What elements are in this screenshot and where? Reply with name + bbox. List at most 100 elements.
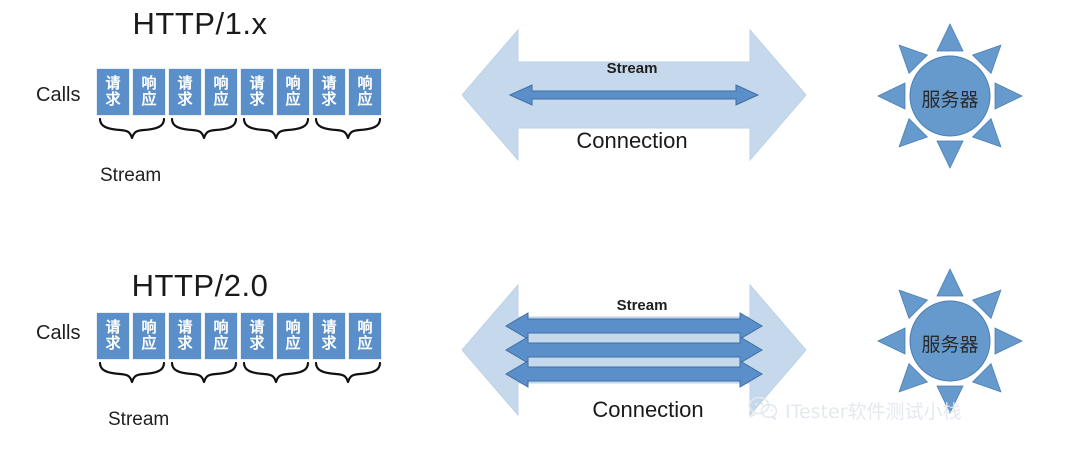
- call-cell: 响应: [348, 312, 382, 360]
- server-ray: [971, 44, 1002, 75]
- section-http1: HTTP/1.x Calls 请求响应请求响应请求响应请求响应 Stream S…: [0, 0, 1080, 229]
- server-icon-http1: [874, 22, 1026, 170]
- stream-brace: [98, 117, 168, 140]
- server-ray: [898, 362, 929, 393]
- call-cell-glyph: 应: [141, 90, 157, 108]
- watermark: ITester软件测试小栈: [748, 396, 962, 425]
- call-cell-glyph: 请: [321, 74, 337, 93]
- section-http2: HTTP/2.0 Calls 请求响应请求响应请求响应请求响应 Stream S…: [0, 229, 1080, 458]
- calls-label-http2: Calls: [36, 322, 81, 344]
- server-ray: [971, 117, 1002, 148]
- call-cell-glyph: 求: [249, 90, 265, 108]
- call-cell-glyph: 求: [321, 334, 337, 352]
- inner-stream-arrow: [505, 360, 763, 388]
- call-cell-glyph: 响: [285, 318, 301, 337]
- call-cell-glyph: 应: [357, 90, 373, 108]
- call-cell-glyph: 求: [105, 334, 121, 352]
- call-cell-glyph: 应: [285, 90, 301, 108]
- server-body: [909, 300, 991, 382]
- call-cell-glyph: 求: [321, 90, 337, 108]
- call-cell-glyph: 请: [105, 74, 121, 93]
- call-cell: 响应: [348, 68, 382, 116]
- call-cell-glyph: 求: [177, 90, 193, 108]
- connection-label-http2: Connection: [592, 397, 704, 422]
- call-cell: 响应: [132, 312, 166, 360]
- stream-label-http2: Stream: [616, 297, 668, 314]
- server-ray: [898, 117, 929, 148]
- call-cell-glyph: 响: [213, 318, 229, 337]
- wechat-icon: [748, 396, 778, 425]
- call-cell: 响应: [276, 68, 310, 116]
- stream-brace: [314, 361, 384, 384]
- server-ray: [971, 289, 1002, 320]
- calls-cell-row-http1: 请求响应请求响应请求响应请求响应: [96, 68, 382, 116]
- calls-label-http1: Calls: [36, 84, 81, 106]
- call-cell: 请求: [96, 312, 130, 360]
- server-ray: [936, 23, 964, 52]
- stream-label-http1: Stream: [606, 60, 658, 77]
- call-cell-glyph: 响: [357, 318, 373, 337]
- call-cell: 请求: [240, 312, 274, 360]
- call-cell: 响应: [204, 68, 238, 116]
- watermark-text: ITester软件测试小栈: [785, 401, 962, 423]
- call-cell: 请求: [240, 68, 274, 116]
- protocol-title-http1: HTTP/1.x: [132, 6, 268, 41]
- call-cell-glyph: 应: [213, 334, 229, 352]
- server-icon-http2: [874, 267, 1026, 415]
- server-body: [909, 55, 991, 137]
- stream-brace: [98, 361, 168, 384]
- call-cell-glyph: 响: [285, 74, 301, 93]
- server-ray: [936, 140, 964, 169]
- call-cell-glyph: 应: [285, 334, 301, 352]
- call-cell-glyph: 请: [321, 318, 337, 337]
- call-cell-glyph: 响: [357, 74, 373, 93]
- call-cell: 请求: [312, 68, 346, 116]
- server-ray: [971, 362, 1002, 393]
- call-cell: 请求: [312, 312, 346, 360]
- inner-stream-arrow: [505, 312, 763, 340]
- call-cell-glyph: 请: [177, 74, 193, 93]
- server-ray: [898, 44, 929, 75]
- calls-cell-row-http2: 请求响应请求响应请求响应请求响应: [96, 312, 382, 360]
- connection-arrow-http2: [461, 279, 807, 421]
- server-ray: [877, 82, 906, 110]
- call-cell: 请求: [96, 68, 130, 116]
- stream-brace: [314, 117, 384, 140]
- server-ray: [994, 327, 1023, 355]
- server-ray: [936, 268, 964, 297]
- call-cell: 响应: [276, 312, 310, 360]
- call-cell: 请求: [168, 68, 202, 116]
- stream-brace: [170, 117, 240, 140]
- call-cell-glyph: 求: [249, 334, 265, 352]
- call-cell-glyph: 应: [357, 334, 373, 352]
- server-ray: [994, 82, 1023, 110]
- call-cell-glyph: 响: [141, 318, 157, 337]
- call-cell-glyph: 求: [177, 334, 193, 352]
- call-cell-glyph: 应: [213, 90, 229, 108]
- call-cell: 响应: [132, 68, 166, 116]
- call-cell-glyph: 响: [213, 74, 229, 93]
- call-cell-glyph: 响: [141, 74, 157, 93]
- stream-caption-http1: Stream: [100, 165, 162, 186]
- connection-label-http1: Connection: [576, 128, 688, 153]
- inner-stream-arrow-group-http2: [505, 312, 763, 388]
- stream-brace: [242, 361, 312, 384]
- call-cell-glyph: 请: [177, 318, 193, 337]
- call-cell-glyph: 请: [249, 74, 265, 93]
- protocol-title-http2: HTTP/2.0: [131, 268, 269, 303]
- call-cell-glyph: 求: [105, 90, 121, 108]
- stream-brace: [242, 117, 312, 140]
- stream-caption-http2: Stream: [108, 409, 170, 430]
- call-cell: 响应: [204, 312, 238, 360]
- call-cell: 请求: [168, 312, 202, 360]
- call-cell-glyph: 应: [141, 334, 157, 352]
- inner-stream-arrow: [505, 336, 763, 364]
- server-ray: [877, 327, 906, 355]
- stream-brace-row-http2: [96, 361, 396, 386]
- call-cell-glyph: 请: [249, 318, 265, 337]
- call-cell-glyph: 请: [105, 318, 121, 337]
- server-ray: [936, 385, 964, 414]
- server-ray: [898, 289, 929, 320]
- stream-brace-row-http1: [96, 117, 396, 142]
